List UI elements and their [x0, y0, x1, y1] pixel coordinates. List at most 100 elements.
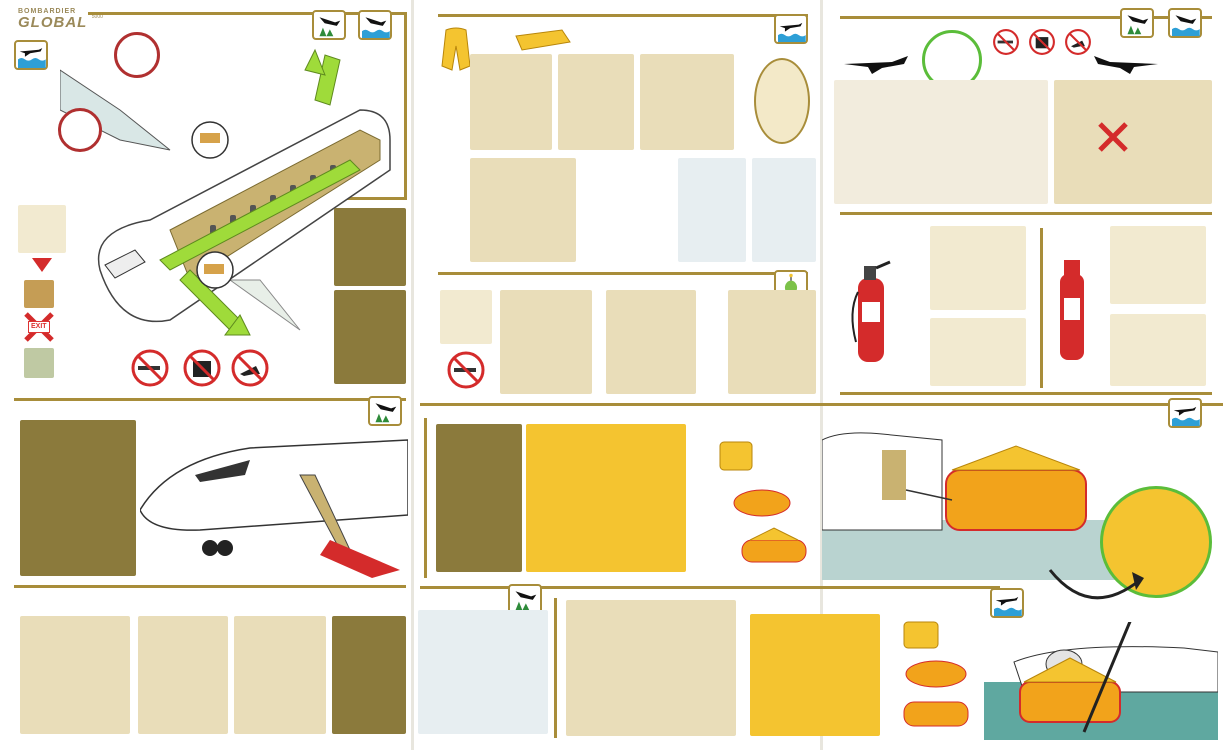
water-landing-badge-9	[990, 588, 1024, 618]
cabin-door-panel-1	[334, 208, 406, 286]
wing-exit-callout	[58, 108, 102, 152]
extinguisher-squeeze-step	[930, 318, 1026, 386]
cabin-door-panel-2	[334, 290, 406, 384]
vest-blow-tube-step	[752, 158, 816, 262]
down-arrow-icon	[32, 258, 52, 272]
oxygen-mask-drop-panel	[440, 290, 492, 344]
plane-over-water-icon	[778, 22, 806, 42]
plane-over-water-icon	[994, 596, 1022, 616]
oxygen-pull-mask-step	[500, 290, 592, 394]
brand-model: GLOBAL	[18, 14, 88, 31]
fire-outside-panel	[24, 280, 54, 308]
gold-rule-mid-4	[420, 586, 1000, 589]
water-landing-badge-7	[1168, 398, 1202, 428]
exit-routes-diagram	[59, 48, 391, 336]
window-exit-step-1	[18, 205, 66, 253]
ditching-raft-illustration	[821, 420, 1118, 580]
plane-over-water-icon	[18, 48, 46, 68]
halon-squeeze-step	[1110, 314, 1206, 386]
plane-over-trees-icon	[319, 17, 341, 37]
gold-rule-top-left	[88, 12, 406, 15]
gold-rule-right-vert	[1040, 228, 1043, 388]
gold-rule-mid-vert-3	[554, 598, 557, 738]
exit-sign: EXIT	[28, 321, 50, 333]
gold-rule-left-low	[14, 585, 406, 588]
plane-over-water-icon	[362, 17, 390, 38]
gold-rule-left-mid	[14, 398, 406, 401]
gold-rule-top-left-vert	[404, 12, 407, 197]
seat-exit-step-2	[138, 616, 228, 734]
plane-over-water-icon	[1172, 406, 1200, 426]
water-landing-badge-2	[358, 10, 392, 40]
fold-line-2	[820, 0, 823, 750]
vest-donning-step-3	[640, 54, 734, 150]
brand-logo: BOMBARDIER GLOBAL 5000	[18, 8, 103, 31]
raft-launch-bottom-1	[566, 600, 736, 736]
gold-rule-mid-vert-2	[424, 418, 427, 578]
landing-plane-icon	[1090, 54, 1160, 76]
raft-pull-bottom-2	[750, 614, 880, 736]
raft-inflated-icon	[740, 526, 808, 566]
extinguisher-pull-pin-step	[930, 226, 1026, 310]
vest-donning-step-2	[558, 54, 634, 150]
life-vest-icon	[436, 26, 476, 74]
water-landing-badge-5	[1168, 8, 1202, 38]
land-landing-badge-4	[1120, 8, 1154, 38]
raft-sequence-bottom	[896, 616, 976, 732]
gold-rule-top-mid	[438, 14, 808, 17]
water-landing-badge	[14, 40, 48, 70]
plane-over-trees-icon	[515, 591, 537, 611]
seated-passengers-panel	[834, 80, 1048, 204]
plane-over-water-icon	[1172, 15, 1200, 36]
brand-model-number: 5000	[91, 14, 103, 20]
curved-arrow-icon	[1040, 560, 1150, 620]
vest-inflate-callout	[754, 58, 810, 144]
seat-exit-step-4	[332, 616, 406, 734]
ground-evacuation-panel	[418, 610, 548, 734]
sideways-seat-panel	[1054, 80, 1212, 204]
water-outside-panel	[24, 348, 54, 378]
raft-pack-icon	[716, 436, 756, 476]
right-no-high-heels-icon	[1064, 28, 1092, 56]
gold-rule-left-sep	[332, 197, 407, 200]
seat-exit-step-3	[234, 616, 326, 734]
gold-rule-right-3	[840, 392, 1212, 395]
plane-over-trees-icon	[375, 403, 397, 423]
aircraft-cutaway-illustration	[59, 30, 400, 360]
gold-rule-right-2	[840, 212, 1212, 215]
brand-manufacturer: BOMBARDIER	[18, 8, 77, 15]
fold-line-1	[411, 0, 414, 750]
oxygen-place-mask-step	[606, 290, 696, 394]
no-baggage-icon	[182, 348, 222, 388]
raft-compartment-panel	[436, 424, 522, 572]
takeoff-plane-icon	[842, 54, 912, 76]
no-high-heels-icon	[230, 348, 270, 388]
raft-in-water-illustration	[984, 611, 1219, 740]
raft-knife-callout	[1100, 486, 1212, 598]
window-exit-callout	[114, 32, 160, 78]
right-no-smoking-icon	[992, 28, 1020, 56]
open-main-door-panel	[20, 420, 136, 576]
vest-donning-step-1	[470, 54, 552, 150]
vest-pull-tabs-step	[678, 158, 746, 262]
vest-jump-step	[582, 158, 672, 262]
gold-rule-mid-3	[420, 403, 1223, 406]
extinguisher-halon-icon	[1054, 254, 1090, 362]
land-landing-badge-1	[312, 10, 346, 40]
raft-pull-handle-step	[526, 424, 686, 572]
plane-over-trees-icon	[1127, 15, 1149, 35]
airstair-evacuation-illustration	[139, 420, 409, 580]
gold-rule-top-right	[840, 16, 1212, 19]
raft-inflating-icon	[732, 488, 792, 518]
vest-child-step	[470, 158, 576, 262]
land-landing-badge-6	[368, 396, 402, 426]
gold-rule-mid-2	[438, 272, 808, 275]
right-no-baggage-icon	[1028, 28, 1056, 56]
vest-pouch-icon	[512, 28, 572, 52]
no-smoking-icon	[130, 348, 170, 388]
water-landing-badge-3	[774, 14, 808, 44]
extinguisher-red-icon	[846, 252, 894, 364]
oxygen-assist-others-step	[728, 290, 816, 394]
seat-exit-step-1	[20, 616, 130, 734]
oxygen-no-smoking-icon	[446, 350, 486, 390]
